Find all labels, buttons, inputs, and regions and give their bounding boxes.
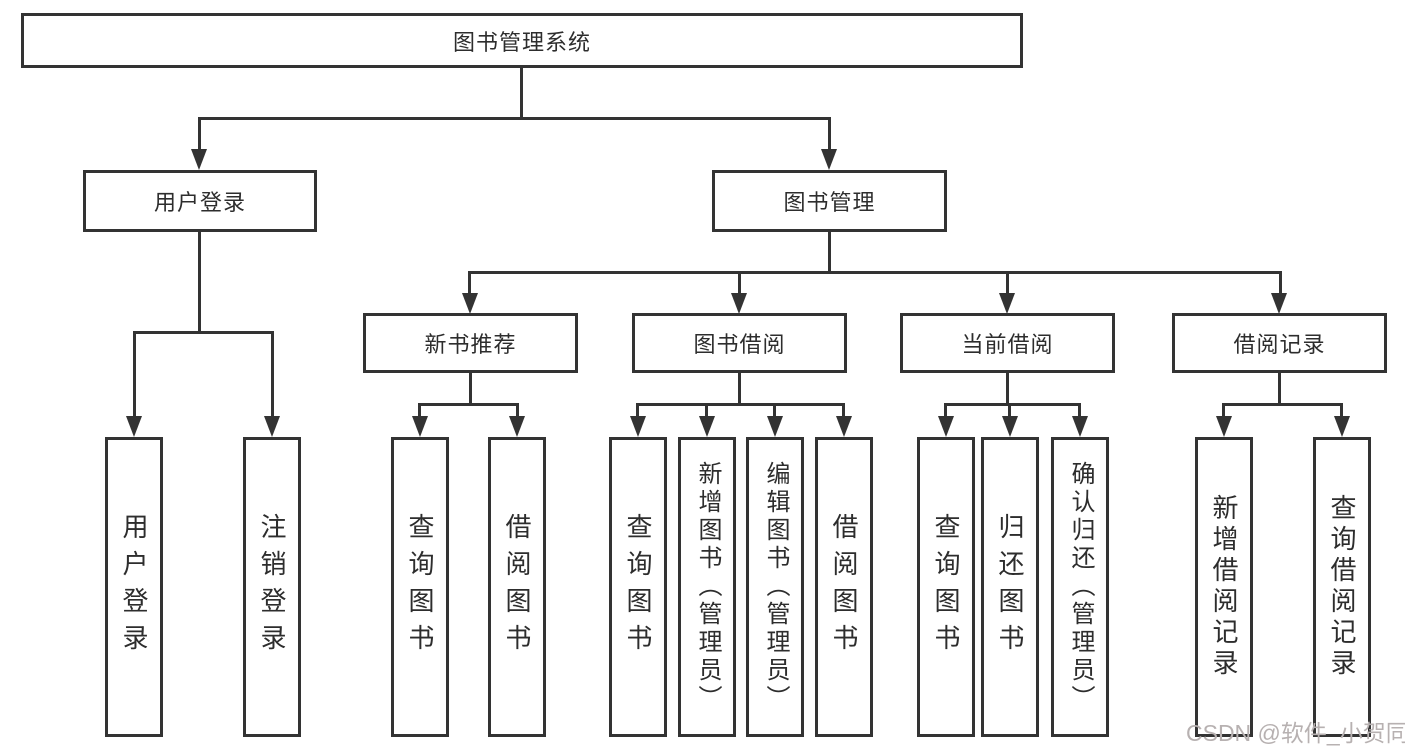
leaf-borrow-query-book: 查询图书 [609, 437, 667, 737]
connector-line [516, 403, 519, 419]
leaf-label: 查询借阅记录 [1327, 494, 1357, 680]
node-book-borrowing: 图书借阅 [632, 313, 847, 373]
leaf-label: 新增借阅记录 [1209, 494, 1239, 680]
node-user-login: 用户登录 [83, 170, 317, 232]
connector-line [418, 403, 519, 406]
connector-line [842, 403, 845, 419]
connector-line [520, 68, 523, 118]
arrow-down-icon [412, 416, 428, 437]
node-borrowing-records: 借阅记录 [1172, 313, 1387, 373]
leaf-current-query-book: 查询图书 [917, 437, 975, 737]
connector-line [636, 403, 845, 406]
leaf-label: 新增图书（管理员） [694, 461, 721, 713]
node-current-borrowing: 当前借阅 [900, 313, 1115, 373]
node-label: 借阅记录 [1233, 332, 1326, 357]
connector-line [133, 331, 274, 334]
connector-line [1222, 403, 1343, 406]
connector-line [828, 232, 831, 274]
connector-line [738, 271, 741, 296]
arrow-down-icon [126, 416, 142, 437]
arrow-down-icon [1334, 416, 1350, 437]
connector-line [198, 117, 831, 120]
connector-line [271, 331, 274, 418]
leaf-rec-query-book: 查询图书 [391, 437, 449, 737]
connector-line [944, 403, 947, 419]
node-label: 新书推荐 [424, 332, 517, 357]
leaf-records-add-record: 新增借阅记录 [1195, 437, 1253, 737]
leaf-label: 借阅图书 [502, 513, 532, 661]
arrow-down-icon [462, 293, 478, 314]
arrow-down-icon [731, 293, 747, 314]
leaf-label: 查询图书 [931, 513, 961, 661]
connector-line [944, 403, 1081, 406]
connector-line [468, 271, 1282, 274]
leaf-label: 归还图书 [995, 513, 1025, 661]
connector-line [1006, 373, 1009, 406]
connector-line [636, 403, 639, 419]
connector-line [468, 271, 471, 296]
connector-line [198, 117, 201, 151]
leaf-label: 借阅图书 [829, 513, 859, 661]
arrow-down-icon [999, 293, 1015, 314]
arrow-down-icon [767, 416, 783, 437]
leaf-rec-borrow-book: 借阅图书 [488, 437, 546, 737]
arrow-down-icon [1002, 416, 1018, 437]
leaf-borrow-add-book-admin: 新增图书（管理员） [678, 437, 736, 737]
connector-line [773, 403, 776, 419]
leaf-current-return-book: 归还图书 [981, 437, 1039, 737]
arrow-down-icon [1072, 416, 1088, 437]
leaf-current-confirm-return-admin: 确认归还（管理员） [1051, 437, 1109, 737]
leaf-label: 查询图书 [405, 513, 435, 661]
arrow-down-icon [630, 416, 646, 437]
leaf-records-query-record: 查询借阅记录 [1313, 437, 1371, 737]
leaf-borrow-borrow-book: 借阅图书 [815, 437, 873, 737]
connector-line [418, 403, 421, 419]
arrow-down-icon [509, 416, 525, 437]
leaf-borrow-edit-book-admin: 编辑图书（管理员） [746, 437, 804, 737]
node-label: 图书管理 [783, 190, 876, 215]
leaf-label: 编辑图书（管理员） [762, 461, 789, 713]
csdn-watermark: CSDN @软件_小贺同学 [1186, 720, 1405, 746]
connector-line [198, 232, 201, 334]
leaf-label: 用户登录 [119, 513, 149, 661]
arrow-down-icon [938, 416, 954, 437]
leaf-user-login: 用户登录 [105, 437, 163, 737]
arrow-down-icon [821, 149, 837, 170]
node-library-management-system: 图书管理系统 [21, 13, 1023, 68]
connector-line [1279, 271, 1282, 296]
leaf-label: 查询图书 [623, 513, 653, 661]
connector-line [828, 117, 831, 151]
arrow-down-icon [264, 416, 280, 437]
connector-line [1340, 403, 1343, 419]
node-label: 当前借阅 [961, 332, 1054, 357]
arrow-down-icon [699, 416, 715, 437]
leaf-label: 注销登录 [257, 513, 287, 661]
node-label: 图书借阅 [693, 332, 786, 357]
arrow-down-icon [836, 416, 852, 437]
connector-line [738, 373, 741, 406]
node-book-management: 图书管理 [712, 170, 947, 232]
node-new-book-recommendation: 新书推荐 [363, 313, 578, 373]
connector-line [1008, 403, 1011, 419]
connector-line [133, 331, 136, 418]
arrow-down-icon [1216, 416, 1232, 437]
connector-line [469, 373, 472, 406]
leaf-label: 确认归还（管理员） [1067, 461, 1094, 713]
node-label: 图书管理系统 [452, 29, 591, 55]
connector-line [705, 403, 708, 419]
connector-line [1222, 403, 1225, 419]
arrow-down-icon [1271, 293, 1287, 314]
leaf-logout: 注销登录 [243, 437, 301, 737]
connector-line [1006, 271, 1009, 296]
arrow-down-icon [191, 149, 207, 170]
node-label: 用户登录 [153, 190, 246, 215]
connector-line [1278, 373, 1281, 406]
connector-line [1078, 403, 1081, 419]
